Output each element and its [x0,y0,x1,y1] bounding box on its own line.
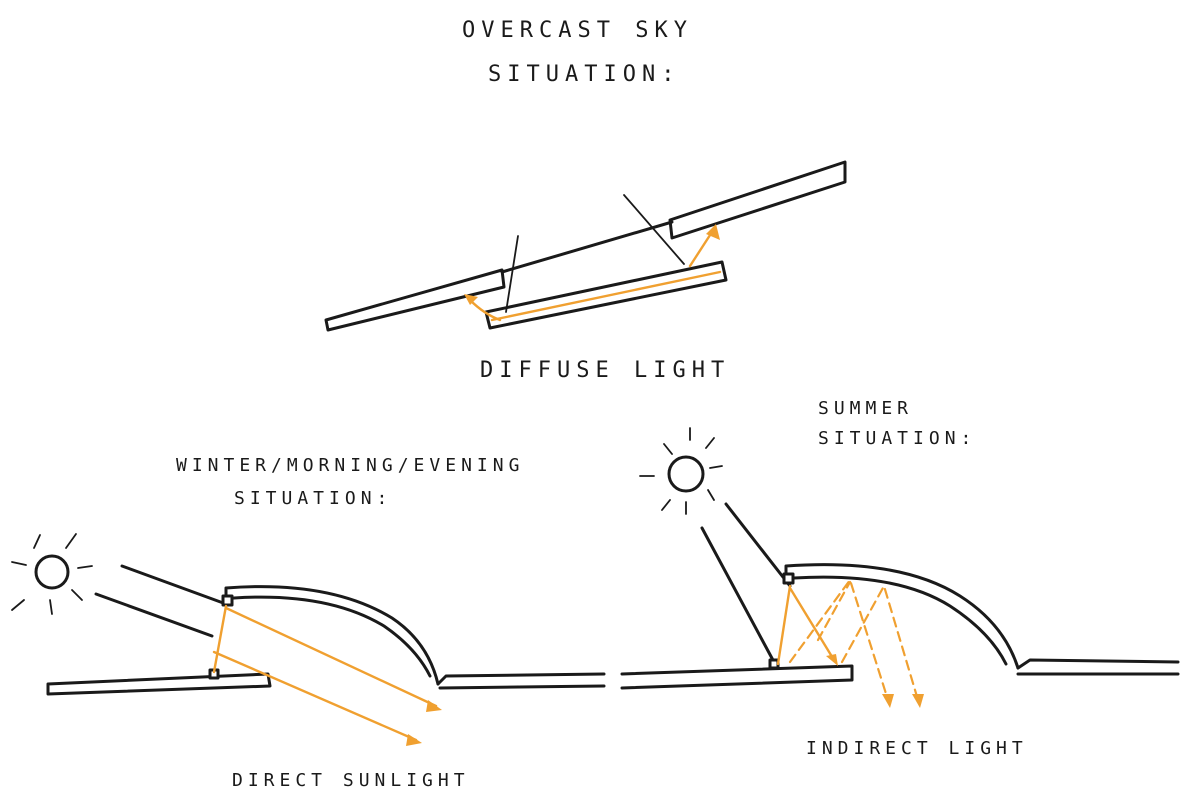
reflector-surface [490,270,722,322]
floor-slab [46,672,272,696]
winter-title-line2: SITUATION: [234,488,393,509]
sun-icon [11,533,93,615]
sunbeam-edge-right [724,502,792,588]
winter-section [11,533,606,746]
arrowhead [426,700,442,712]
direct-sunlight-caption: DIRECT SUNLIGHT [232,770,470,791]
summer-title-line1: SUMMER [818,398,914,419]
roof-slab-right-bottom [438,684,606,690]
arrowhead [826,654,838,666]
sunbeam-edge-left [700,526,776,664]
curved-roof-outer [784,563,1020,670]
roof-edge-block [221,594,234,607]
summer-section [620,427,1180,708]
overcast-title-line2: SITUATION: [488,62,681,87]
winter-title-line1: WINTER/MORNING/EVENING [176,455,525,476]
sun-ray-2 [212,650,418,742]
indirect-ray-2 [840,583,920,702]
skylight-glazing [500,220,674,274]
sun-ray-direct [788,586,836,662]
roof-slab-left [324,268,506,332]
incoming-ray-2 [623,194,685,265]
sun-ray-vertical [776,584,792,666]
arrowhead [912,694,924,708]
arrowhead [464,294,478,305]
curved-roof-inner [792,575,1008,666]
indirect-ray-1 [788,577,890,702]
diffuse-light-caption: DIFFUSE LIGHT [480,358,731,383]
sunbeam-edge-bottom [94,592,214,638]
floor-slab [620,664,854,690]
sunbeam-edge-top [120,564,228,606]
indirect-ray-3 [816,580,852,642]
overcast-roof [324,160,847,332]
overcast-title-line1: OVERCAST SKY [462,18,693,43]
roof-slab-right-top [436,672,606,686]
sun-ray-vertical [212,604,228,674]
summer-title-line2: SITUATION: [818,428,977,449]
indirect-light-caption: INDIRECT LIGHT [806,738,1028,759]
roof-slab-right [668,160,847,240]
arrowhead [706,224,720,240]
roof-edge-block [782,572,795,585]
curved-roof-outer [224,585,440,686]
sun-icon [639,427,723,515]
incoming-ray-1 [505,235,519,313]
roof-slab-right [1016,658,1180,676]
arrowhead [882,694,894,708]
curved-roof-inner [232,595,432,678]
sun-ray-1 [224,606,438,708]
reflected-arrow-right [688,230,714,268]
arrowhead [406,734,422,746]
